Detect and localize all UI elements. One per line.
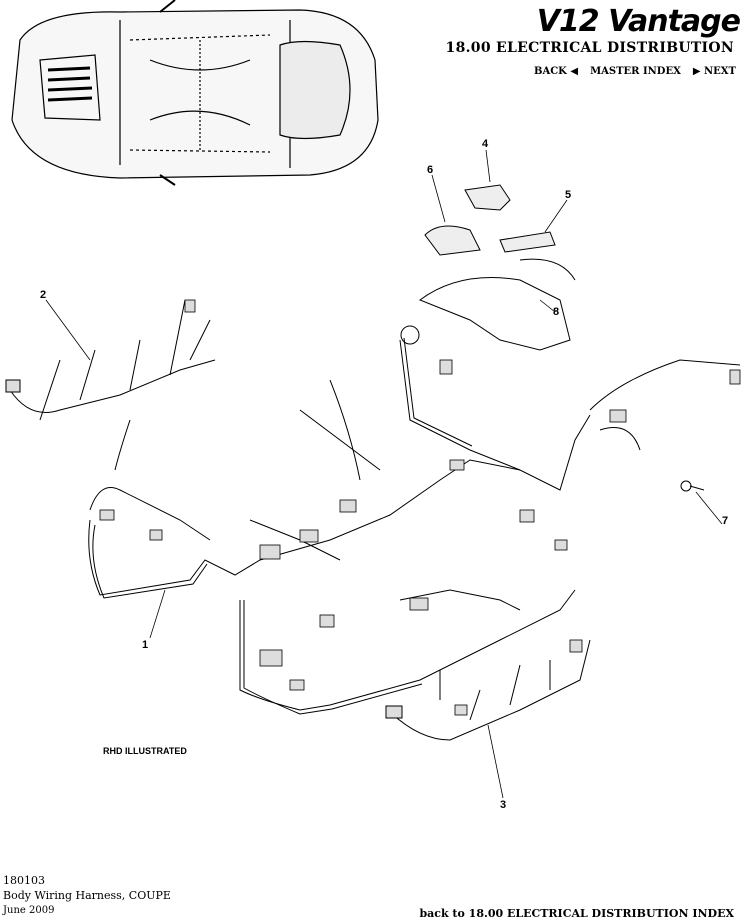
connectors [99, 299, 741, 716]
callout-6: 6 [427, 164, 433, 176]
footer-info: 180103 Body Wiring Harness, COUPE June 2… [3, 873, 171, 918]
document-date: June 2009 [3, 905, 55, 916]
triangle-left-icon: ◀ [570, 66, 579, 77]
part-7 [680, 480, 705, 492]
harness-upper-group [400, 184, 576, 351]
callout-8: 8 [553, 306, 559, 318]
callout-3: 3 [500, 799, 506, 811]
next-link[interactable]: ▶ NEXT [693, 66, 736, 77]
master-index-link[interactable]: MASTER INDEX [590, 66, 681, 77]
document-code: 180103 [3, 874, 45, 887]
harness-1 [88, 337, 741, 715]
navigation-bar: BACK ◀ MASTER INDEX ▶ NEXT [534, 66, 736, 77]
callout-1: 1 [142, 639, 148, 651]
callout-4: 4 [482, 138, 489, 150]
harness-2 [5, 299, 216, 421]
next-label: NEXT [704, 66, 736, 77]
back-label: BACK [534, 66, 567, 77]
rhd-note: RHD ILLUSTRATED [103, 746, 187, 756]
callout-7: 7 [722, 515, 728, 527]
section-title: 18.00 ELECTRICAL DISTRIBUTION [445, 40, 734, 56]
back-to-index-link[interactable]: back to 18.00 ELECTRICAL DISTRIBUTION IN… [419, 907, 734, 920]
leader-lines [45, 149, 723, 799]
harness-3 [385, 639, 591, 741]
callout-5: 5 [565, 189, 571, 201]
document-title: Body Wiring Harness, COUPE [3, 889, 171, 902]
back-link[interactable]: BACK ◀ [534, 66, 578, 77]
car-top-view [11, 0, 379, 186]
brand-logo: V12 Vantage [536, 4, 741, 39]
triangle-right-icon: ▶ [692, 66, 701, 77]
callout-2: 2 [40, 289, 46, 301]
